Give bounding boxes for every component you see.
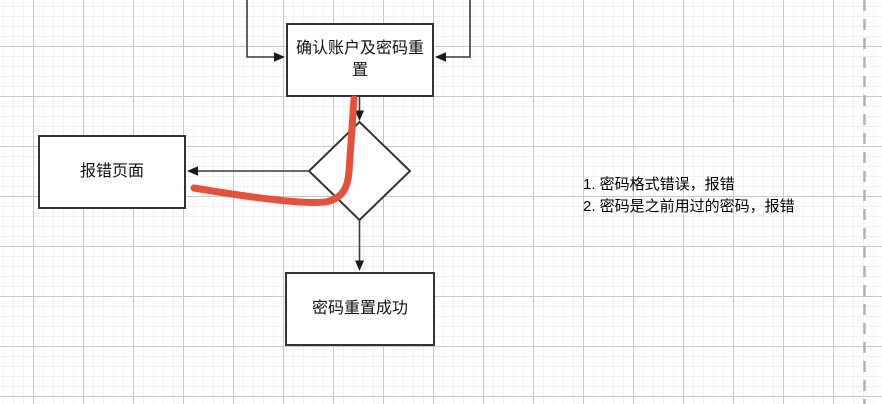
note-line-2: 2. 密码是之前用过的密码，报错: [583, 198, 795, 215]
node-error-page[interactable]: 报错页面: [38, 135, 186, 209]
node-password-reset-success[interactable]: 密码重置成功: [285, 272, 435, 346]
note-line-1: 1. 密码格式错误，报错: [583, 176, 735, 193]
edge-top-right-into-confirm[interactable]: [435, 0, 471, 62]
node-label: 报错页面: [79, 163, 144, 180]
red-ink-highlight-stroke[interactable]: [190, 95, 358, 207]
node-label: 密码重置成功: [311, 300, 408, 317]
node-confirm-account-password-reset[interactable]: 确认账户及密码重置: [286, 23, 434, 97]
node-decision-diamond[interactable]: [307, 120, 412, 222]
edge-confirm-to-decision[interactable]: [355, 97, 364, 121]
node-label: 确认账户及密码重置: [296, 40, 425, 79]
edge-top-left-into-confirm[interactable]: [246, 0, 285, 62]
edge-decision-to-success[interactable]: [355, 220, 364, 271]
notes-text-block[interactable]: 1. 密码格式错误，报错 2. 密码是之前用过的密码，报错: [583, 174, 795, 218]
edge-decision-to-error-page[interactable]: [187, 166, 309, 176]
